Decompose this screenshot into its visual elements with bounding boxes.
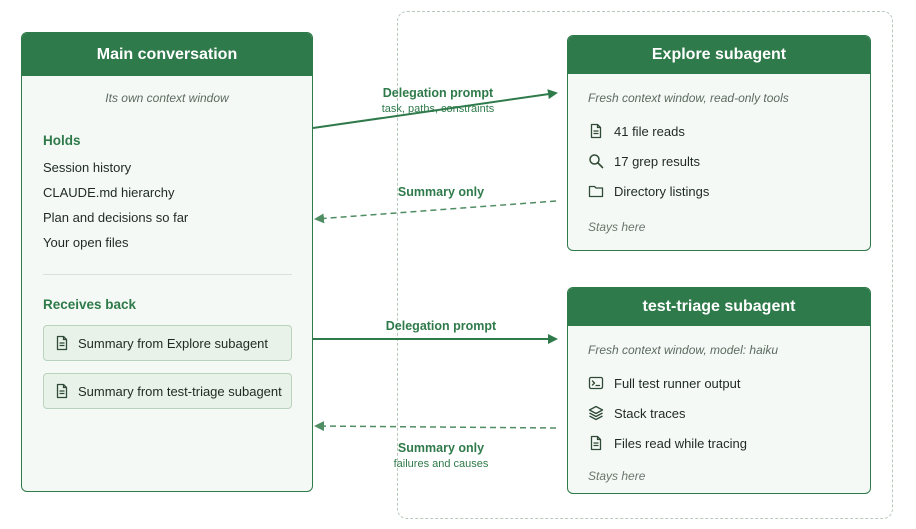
search-icon <box>589 154 604 169</box>
explore-delegation-label: Delegation prompt <box>382 86 494 100</box>
triage-item: Full test runner output <box>588 375 740 391</box>
triage-summary-label: Summary only <box>397 441 485 455</box>
summary-chip-explore: Summary from Explore subagent <box>43 325 292 361</box>
explore-summary-arrow <box>314 200 557 224</box>
main-conversation-title: Main conversation <box>22 33 312 76</box>
triage-item: Stack traces <box>588 405 686 421</box>
explore-subagent-panel: Explore subagent Fresh context window, r… <box>567 35 871 251</box>
hold-item: Session history <box>43 160 132 175</box>
triage-item-label: Full test runner output <box>614 375 741 391</box>
hold-item: Plan and decisions so far <box>43 210 189 225</box>
explore-stays-here: Stays here <box>588 220 646 234</box>
hold-item: CLAUDE.md hierarchy <box>43 185 175 200</box>
holds-title: Holds <box>43 133 81 148</box>
summary-chip-label: Summary from test-triage subagent <box>78 383 282 399</box>
summary-chip-label: Summary from Explore subagent <box>78 335 269 351</box>
triage-stays-here: Stays here <box>588 469 646 483</box>
explore-item-label: 41 file reads <box>614 123 685 139</box>
triage-summary-sublabel: failures and causes <box>393 458 489 470</box>
triage-delegation-label: Delegation prompt <box>385 319 497 333</box>
triage-subagent-subtitle: Fresh context window, model: haiku <box>588 343 779 357</box>
file-icon <box>590 435 602 451</box>
explore-item: 17 grep results <box>588 153 700 169</box>
triage-item: Files read while tracing <box>588 435 747 451</box>
triage-item-label: Stack traces <box>614 405 686 421</box>
section-divider <box>43 274 292 275</box>
triage-item-label: Files read while tracing <box>614 435 747 451</box>
triage-subagent-title: test-triage subagent <box>568 288 870 326</box>
file-icon <box>56 335 68 351</box>
explore-subagent-subtitle: Fresh context window, read-only tools <box>588 91 789 105</box>
file-icon <box>590 123 602 139</box>
explore-subagent-title: Explore subagent <box>568 36 870 74</box>
file-icon <box>56 383 68 399</box>
terminal-icon <box>588 376 604 390</box>
main-conversation-panel: Main conversation Its own context window… <box>21 32 313 492</box>
explore-item-label: Directory listings <box>614 183 710 199</box>
folder-icon <box>588 185 604 198</box>
explore-delegation-sublabel: task, paths, constraints <box>381 103 495 115</box>
layers-icon <box>588 405 604 421</box>
explore-item: 41 file reads <box>588 123 685 139</box>
triage-summary-arrow <box>314 421 557 432</box>
subagent-region <box>397 11 893 519</box>
explore-delegation-arrow <box>312 89 558 129</box>
explore-summary-label: Summary only <box>397 185 485 199</box>
explore-item: Directory listings <box>588 183 709 199</box>
triage-subagent-panel: test-triage subagent Fresh context windo… <box>567 287 871 494</box>
main-conversation-subtitle: Its own context window <box>105 91 229 105</box>
receives-back-title: Receives back <box>43 297 137 312</box>
summary-chip-triage: Summary from test-triage subagent <box>43 373 292 409</box>
explore-item-label: 17 grep results <box>614 153 700 169</box>
hold-item: Your open files <box>43 235 129 250</box>
